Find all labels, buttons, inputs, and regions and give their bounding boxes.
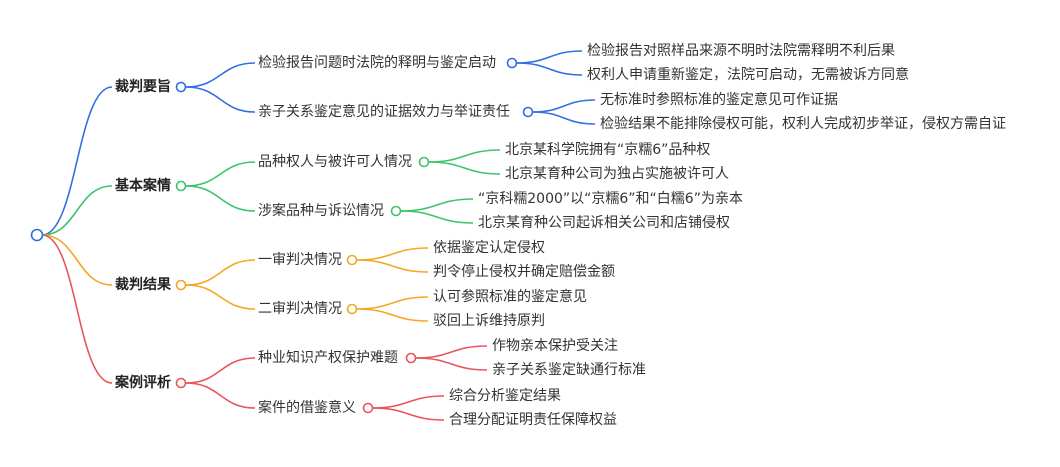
connector-line <box>185 259 256 286</box>
connector-line <box>356 247 429 261</box>
connector-line <box>428 149 501 163</box>
leaf-node[interactable]: 综合分析鉴定结果 <box>449 388 561 404</box>
branch-1: 裁判要旨 检验报告问题时法院的释明与鉴定启动 检验报告对照样品来源不明时法院需释明不… <box>115 43 1006 132</box>
connector-line <box>356 308 429 322</box>
branch-2: 基本案情 品种权人与被许可人情况 北京某科学院拥有“京糯6”品种权北京某育种公司为独… <box>115 142 743 231</box>
topic-node[interactable]: 裁判结果 <box>115 276 172 293</box>
collapse-toggle-icon[interactable] <box>175 279 187 291</box>
connector-line <box>428 161 501 175</box>
leaf-node[interactable]: 依据鉴定认定侵权 <box>433 239 545 256</box>
connector-line <box>41 185 113 236</box>
connector-line <box>372 407 445 421</box>
connector-line <box>516 62 583 76</box>
connector-line <box>400 198 474 212</box>
topic-node[interactable]: 基本案情 <box>115 177 171 194</box>
connector-line <box>372 395 445 409</box>
subtopic-node[interactable]: 种业知识产权保护难题 <box>258 349 398 366</box>
connector-line <box>400 210 474 224</box>
root-node-icon[interactable] <box>30 228 44 242</box>
connector-line <box>41 86 113 236</box>
connector-line <box>185 86 256 113</box>
collapse-toggle-icon[interactable] <box>346 254 358 266</box>
leaf-node[interactable]: 无标准时参照标准的鉴定意见可作证据 <box>600 91 838 108</box>
collapse-toggle-icon[interactable] <box>405 352 417 364</box>
leaf-node[interactable]: “京科糯2000”以“京糯6”和“白糯6”为亲本 <box>478 191 743 207</box>
connector-line <box>185 161 256 187</box>
leaf-node[interactable]: 权利人申请重新鉴定，法院可启动，无需被诉方同意 <box>587 66 909 83</box>
collapse-toggle-icon[interactable] <box>175 180 187 192</box>
leaf-node[interactable]: 检验结果不能排除侵权可能，权利人完成初步举证，侵权方需自证 <box>600 115 1006 132</box>
leaf-node[interactable]: 亲子关系鉴定缺通行标准 <box>492 362 646 378</box>
collapse-toggle-icon[interactable] <box>175 81 187 93</box>
connector-line <box>41 234 113 384</box>
subtopic-node[interactable]: 亲子关系鉴定意见的证据效力与举证责任 <box>258 103 510 120</box>
connector-line <box>185 185 256 212</box>
connector-line <box>532 111 596 125</box>
branch-4: 案例评析 种业知识产权保护难题 作物亲本保护受关注亲子关系鉴定缺通行标准案件的借鉴意… <box>114 338 646 428</box>
leaf-node[interactable]: 作物亲本保护受关注 <box>492 338 618 354</box>
subtopic-node[interactable]: 品种权人与被许可人情况 <box>258 154 412 170</box>
collapse-toggle-icon[interactable] <box>390 205 402 217</box>
subtopic-node[interactable]: 案件的借鉴意义 <box>258 399 356 416</box>
leaf-node[interactable]: 判令停止侵权并确定赔偿金额 <box>433 263 615 280</box>
connector-line <box>185 284 256 310</box>
subtopic-node[interactable]: 检验报告问题时法院的释明与鉴定启动 <box>258 55 496 71</box>
subtopic-node[interactable]: 二审判决情况 <box>258 301 342 317</box>
collapse-toggle-icon[interactable] <box>506 57 518 69</box>
leaf-node[interactable]: 检验报告对照样品来源不明时法院需释明不利后果 <box>587 43 895 59</box>
connector-line <box>415 345 488 359</box>
leaf-node[interactable]: 合理分配证明责任保障权益 <box>449 412 617 428</box>
collapse-toggle-icon[interactable] <box>362 402 374 414</box>
connector-line <box>185 62 256 88</box>
connector-line <box>41 234 113 286</box>
connector-line <box>516 50 583 64</box>
subtopic-node[interactable]: 一审判决情况 <box>258 252 342 268</box>
subtopic-node[interactable]: 涉案品种与诉讼情况 <box>258 202 384 219</box>
connector-line <box>356 296 429 310</box>
topic-node[interactable]: 裁判要旨 <box>115 78 171 95</box>
connector-line <box>532 99 596 113</box>
connector-line <box>415 357 488 371</box>
connector-line <box>185 382 256 409</box>
collapse-toggle-icon[interactable] <box>346 303 358 315</box>
connector-line <box>356 259 429 273</box>
topic-node[interactable]: 案例评析 <box>114 374 171 391</box>
leaf-node[interactable]: 驳回上诉维持原判 <box>433 313 545 329</box>
leaf-node[interactable]: 认可参照标准的鉴定意见 <box>433 288 587 305</box>
collapse-toggle-icon[interactable] <box>175 377 187 389</box>
leaf-node[interactable]: 北京某育种公司起诉相关公司和店铺侵权 <box>478 214 730 231</box>
leaf-node[interactable]: 北京某育种公司为独占实施被许可人 <box>505 166 729 182</box>
collapse-toggle-icon[interactable] <box>418 156 430 168</box>
collapse-toggle-icon[interactable] <box>522 106 534 118</box>
leaf-node[interactable]: 北京某科学院拥有“京糯6”品种权 <box>505 142 710 158</box>
connector-line <box>185 357 256 384</box>
